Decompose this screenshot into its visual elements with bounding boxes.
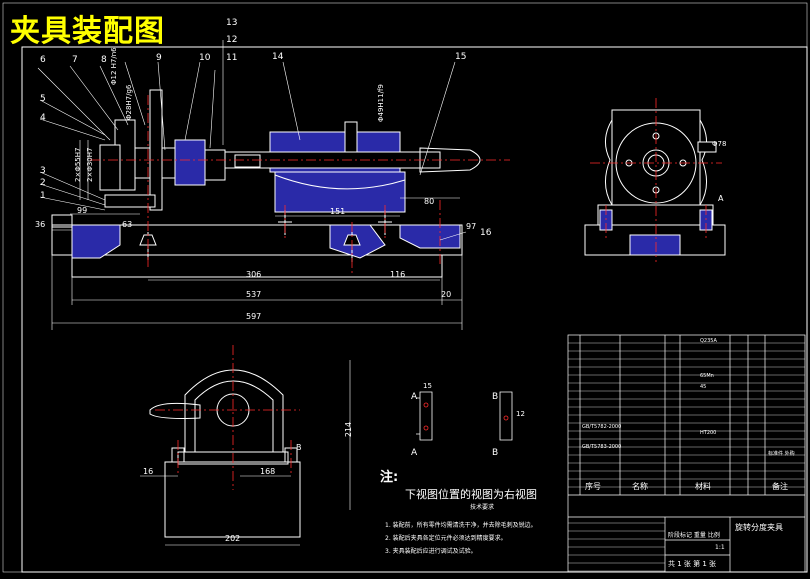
dim-20: 20 bbox=[441, 290, 452, 299]
side-view bbox=[584, 109, 726, 256]
material-3: HT200 bbox=[700, 430, 717, 436]
scale-value: 1:1 bbox=[715, 544, 725, 551]
standard-2: GB/T5783-2000 bbox=[582, 444, 622, 450]
section-label-a2: A bbox=[411, 448, 418, 458]
dim-63: 63 bbox=[122, 220, 133, 229]
requirement-1: 1. 装配前，所有零件均需清洗干净，并去除毛刺及锐边。 bbox=[385, 522, 537, 529]
section-label-b-top: B bbox=[296, 443, 302, 452]
part-number-7: 7 bbox=[72, 55, 78, 65]
header-name: 名称 bbox=[632, 482, 648, 491]
dim-80: 80 bbox=[424, 197, 435, 206]
dim-116: 116 bbox=[390, 270, 406, 279]
standard-1: GB/T5782-2000 bbox=[582, 424, 622, 430]
section-label-a-side: A bbox=[718, 194, 724, 203]
detail-views bbox=[416, 391, 513, 441]
header-remark: 备注 bbox=[772, 482, 788, 491]
fit-2phi55: 2×Φ55H7 bbox=[74, 147, 82, 182]
part-number-5: 5 bbox=[40, 94, 46, 104]
dim-16: 16 bbox=[143, 467, 154, 476]
dim-168: 168 bbox=[260, 467, 276, 476]
dim-597: 597 bbox=[246, 312, 262, 321]
material-4: 65Mn bbox=[700, 373, 714, 379]
header-material: 材料 bbox=[695, 482, 711, 491]
part-number-14: 14 bbox=[272, 52, 284, 62]
leader-lines bbox=[37, 40, 467, 241]
requirement-3: 3. 夹具装配后应进行调试及试验。 bbox=[385, 548, 477, 555]
material-2: 45 bbox=[700, 384, 707, 390]
drawing-name: 旋转分度夹具 bbox=[735, 523, 783, 532]
dim-537: 537 bbox=[246, 290, 262, 299]
note-line2: 技术要求 bbox=[470, 504, 495, 511]
dim-306: 306 bbox=[246, 270, 262, 279]
part-number-4: 4 bbox=[40, 113, 46, 123]
drawing-title: 夹具装配图 bbox=[10, 14, 165, 49]
part-number-10: 10 bbox=[199, 53, 211, 63]
dim-12: 12 bbox=[516, 410, 525, 418]
stage-label: 阶段标记 重量 比例 bbox=[668, 532, 720, 539]
sheet-info: 共 1 张 第 1 张 bbox=[668, 560, 717, 568]
header-seq: 序号 bbox=[585, 482, 601, 491]
fit-2phi30: 2×Φ30H7 bbox=[86, 147, 94, 182]
fit-phi49: Φ49H11/f9 bbox=[377, 84, 385, 122]
part-number-1: 1 bbox=[40, 191, 46, 201]
dim-202: 202 bbox=[225, 534, 241, 543]
remark-1: 标准件 外购 bbox=[768, 451, 795, 457]
bom-rows bbox=[568, 342, 805, 572]
note-line1: 下视图位置的视图为右视图 bbox=[405, 488, 537, 501]
top-base bbox=[164, 461, 301, 538]
top-view-dims bbox=[140, 360, 351, 546]
part-number-11: 11 bbox=[226, 53, 238, 63]
dim-99: 99 bbox=[77, 206, 88, 215]
top-view bbox=[149, 369, 301, 538]
part-number-2: 2 bbox=[40, 178, 46, 188]
centerlines-front bbox=[90, 95, 510, 275]
front-view bbox=[51, 89, 481, 278]
dim-214: 214 bbox=[344, 421, 354, 438]
part-number-12: 12 bbox=[226, 35, 238, 45]
centerlines-side bbox=[590, 98, 722, 262]
requirement-2: 2. 装配后夹具各定位元件必须达到精度要求。 bbox=[385, 535, 507, 542]
centerlines-top bbox=[155, 345, 300, 490]
section-label-b2: B bbox=[492, 448, 499, 458]
material-1: Q235A bbox=[700, 338, 717, 344]
part-number-8: 8 bbox=[101, 55, 107, 65]
part-number-3: 3 bbox=[40, 166, 46, 176]
part-number-13: 13 bbox=[226, 18, 238, 28]
part-number-16: 16 bbox=[480, 228, 492, 238]
dim-151: 151 bbox=[330, 207, 346, 216]
section-label-b1: B bbox=[492, 392, 499, 402]
dim-97: 97 bbox=[466, 222, 477, 231]
section-label-a1: A bbox=[411, 392, 418, 402]
fit-phi28: Φ28H7/g6 bbox=[125, 84, 133, 120]
part-number-15: 15 bbox=[455, 52, 467, 62]
part-number-6: 6 bbox=[40, 55, 46, 65]
dim-15: 15 bbox=[423, 382, 432, 390]
dim-36: 36 bbox=[35, 220, 46, 229]
part-number-9: 9 bbox=[156, 53, 162, 63]
fit-phi12: Φ12 H7/n6 bbox=[110, 47, 118, 85]
dim-phi78: Φ78 bbox=[712, 140, 727, 148]
note-label: 注: bbox=[380, 470, 399, 485]
dimension-lines bbox=[51, 140, 463, 330]
